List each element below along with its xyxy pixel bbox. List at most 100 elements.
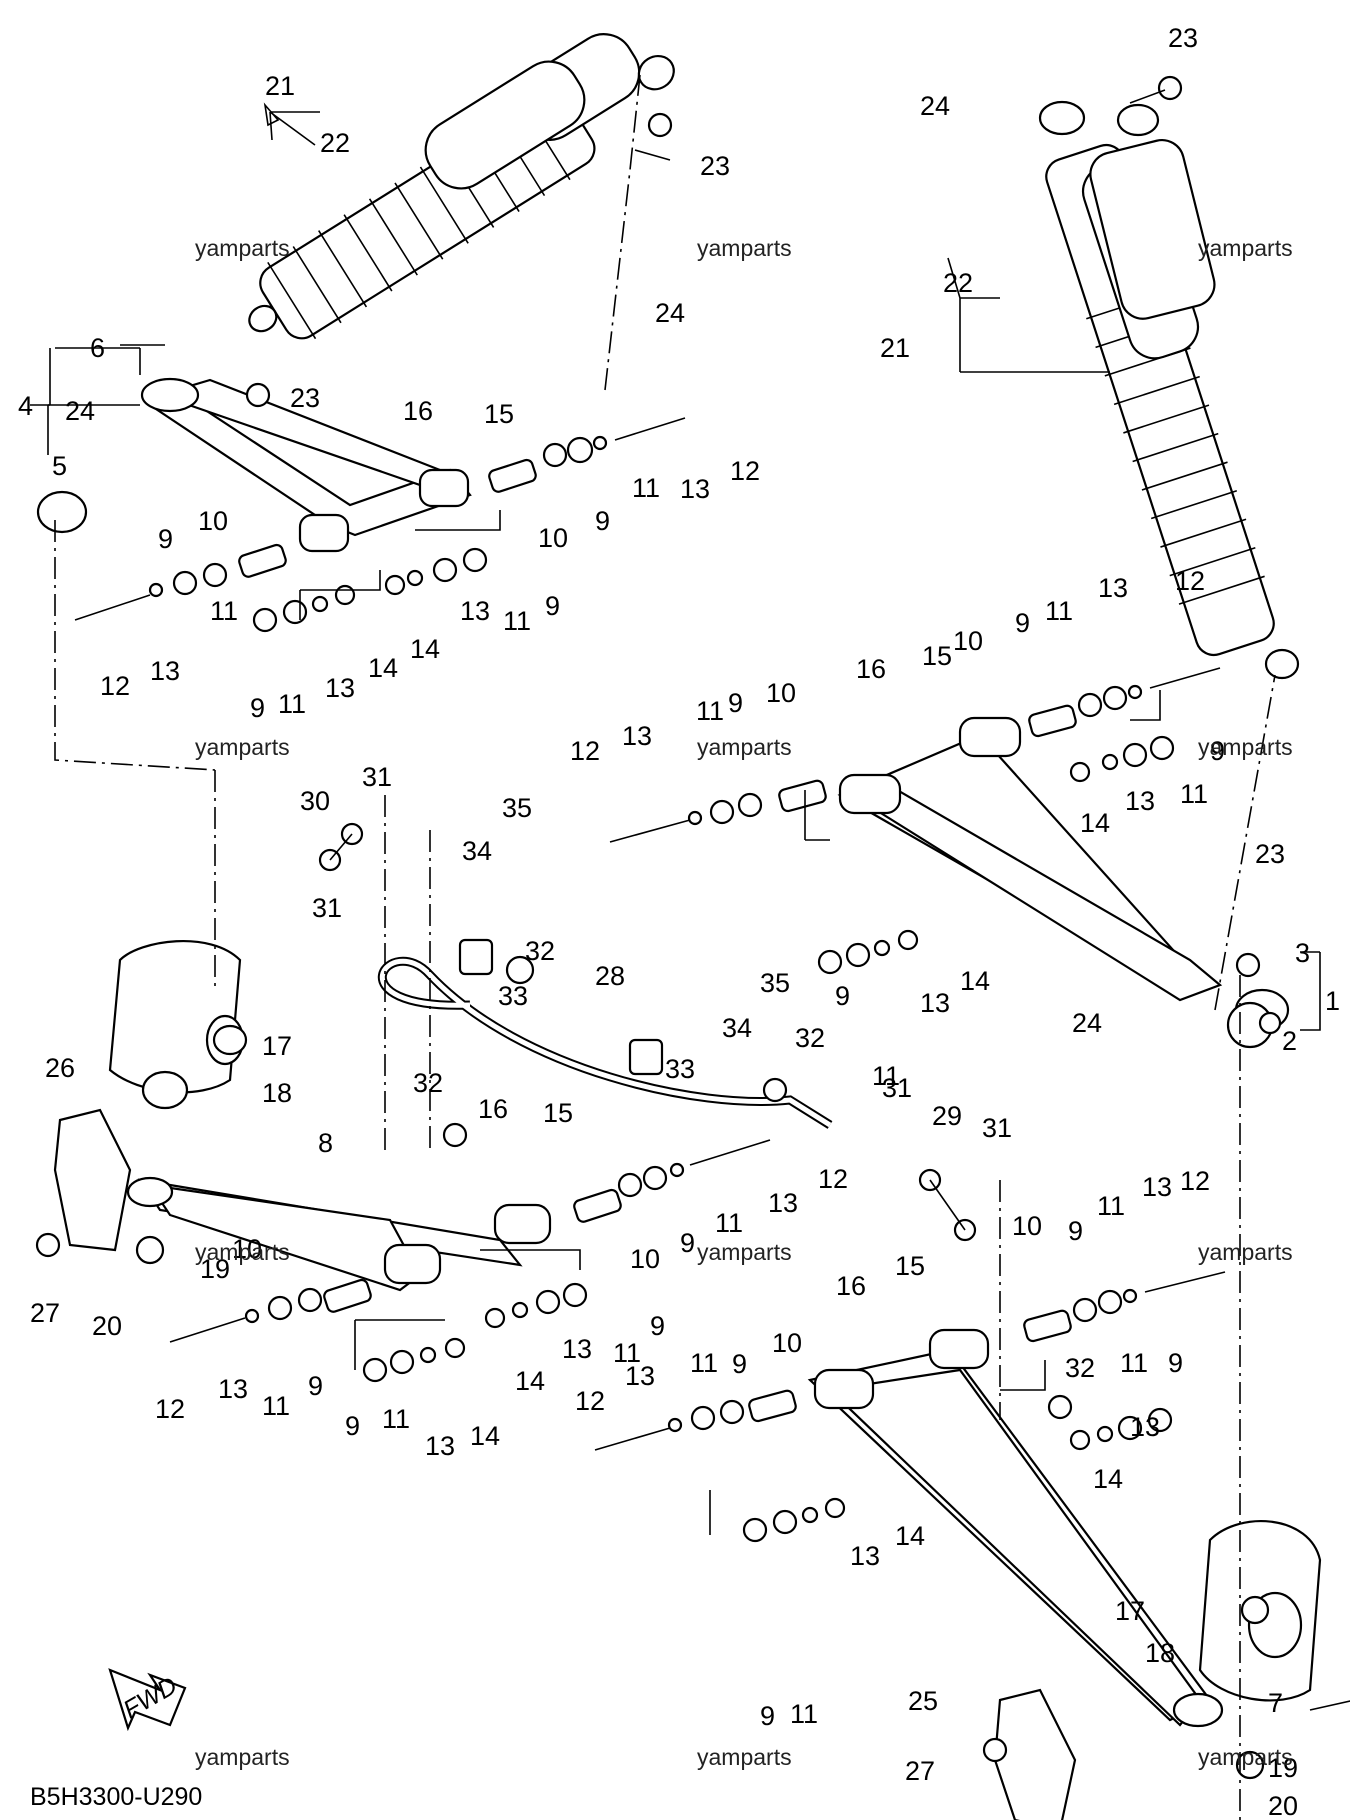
callout-19: 19	[1268, 1753, 1298, 1783]
callout-9: 9	[158, 524, 173, 554]
callout-23: 23	[290, 383, 320, 413]
hardware-upper-left	[74, 417, 686, 633]
callout-12: 12	[1180, 1166, 1210, 1196]
callout-27: 27	[905, 1756, 935, 1786]
callout-10: 10	[953, 626, 983, 656]
callout-8: 8	[318, 1128, 333, 1158]
watermark: yamparts	[1198, 734, 1293, 760]
callout-15: 15	[543, 1098, 573, 1128]
callout-17: 17	[1115, 1596, 1145, 1626]
upper-left-a-arm	[36, 377, 472, 553]
callout-11: 11	[278, 689, 306, 719]
callout-16: 16	[403, 396, 433, 426]
hardware-lower-left	[169, 1139, 771, 1383]
callout-11: 11	[613, 1338, 641, 1368]
callout-12: 12	[100, 671, 130, 701]
callout-14: 14	[960, 966, 990, 996]
callout-9: 9	[345, 1411, 360, 1441]
callout-24: 24	[1072, 1008, 1102, 1038]
fwd-arrow: FWD	[108, 1668, 187, 1732]
watermark: yamparts	[697, 235, 792, 261]
diagram-code: B5H3300-U290	[30, 1783, 202, 1811]
callout-13: 13	[150, 656, 180, 686]
callout-33: 33	[665, 1054, 695, 1084]
watermarks: yamparts yamparts yamparts yamparts yamp…	[195, 235, 1293, 1770]
callout-12: 12	[818, 1164, 848, 1194]
callout-12: 12	[1175, 566, 1205, 596]
leader-lines	[30, 74, 1350, 1820]
callout-9: 9	[1015, 608, 1030, 638]
callout-11: 11	[262, 1391, 290, 1421]
callout-9: 9	[650, 1311, 665, 1341]
callout-11: 11	[715, 1208, 743, 1238]
callout-13: 13	[1130, 1412, 1160, 1442]
callout-21: 21	[265, 71, 295, 101]
callout-10: 10	[630, 1244, 660, 1274]
watermark: yamparts	[1198, 1239, 1293, 1265]
callout-13: 13	[768, 1188, 798, 1218]
callout-14: 14	[410, 634, 440, 664]
callout-11: 11	[503, 606, 531, 636]
callout-11: 11	[1097, 1191, 1125, 1221]
callout-13: 13	[1125, 786, 1155, 816]
callout-14: 14	[470, 1421, 500, 1451]
callout-10: 10	[766, 678, 796, 708]
callout-10: 10	[538, 523, 568, 553]
callout-19: 19	[200, 1254, 230, 1284]
callout-10: 10	[772, 1328, 802, 1358]
callout-15: 15	[895, 1251, 925, 1281]
callout-24: 24	[655, 298, 685, 328]
callout-10: 10	[232, 1234, 262, 1264]
callout-11: 11	[690, 1348, 718, 1378]
callout-14: 14	[368, 653, 398, 683]
callout-9: 9	[835, 981, 850, 1011]
callout-13: 13	[460, 596, 490, 626]
watermark: yamparts	[195, 1744, 290, 1770]
callout-1: 1	[1325, 986, 1340, 1016]
watermark: yamparts	[195, 235, 290, 261]
left-shock-absorber	[248, 33, 675, 340]
callout-33: 33	[498, 981, 528, 1011]
callout-15: 15	[484, 399, 514, 429]
hardware-lower-right	[594, 1271, 1226, 1543]
callout-31: 31	[882, 1073, 912, 1103]
callout-4: 4	[18, 391, 33, 421]
callout-35: 35	[502, 793, 532, 823]
callout-9: 9	[760, 1701, 775, 1731]
stabilizer-link-right	[918, 1168, 977, 1242]
callout-13: 13	[1098, 573, 1128, 603]
callout-7: 7	[1268, 1688, 1283, 1718]
callout-11: 11	[790, 1699, 818, 1729]
callout-26: 26	[45, 1053, 75, 1083]
watermark: yamparts	[697, 1744, 792, 1770]
watermark: yamparts	[697, 734, 792, 760]
left-knuckle	[108, 940, 245, 1110]
stabilizer-bar	[378, 938, 833, 1129]
callout-17: 17	[262, 1031, 292, 1061]
callout-32: 32	[1065, 1353, 1095, 1383]
callout-12: 12	[155, 1394, 185, 1424]
callout-22: 22	[320, 128, 350, 158]
callout-29: 29	[932, 1101, 962, 1131]
callout-14: 14	[515, 1366, 545, 1396]
right-shock-absorber	[1038, 100, 1300, 680]
callout-21: 21	[880, 333, 910, 363]
callout-23: 23	[700, 151, 730, 181]
callout-13: 13	[325, 673, 355, 703]
callout-18: 18	[1145, 1638, 1175, 1668]
callout-16: 16	[856, 654, 886, 684]
callout-11: 11	[1120, 1348, 1148, 1378]
callout-9: 9	[250, 693, 265, 723]
callout-23: 23	[1255, 839, 1285, 869]
callout-11: 11	[1045, 596, 1073, 626]
callout-9: 9	[545, 591, 560, 621]
callout-13: 13	[622, 721, 652, 751]
callout-11: 11	[872, 1061, 900, 1091]
callout-23: 23	[1168, 23, 1198, 53]
callout-27: 27	[30, 1298, 60, 1328]
watermark: yamparts	[1198, 1744, 1293, 1770]
callout-20: 20	[1268, 1791, 1298, 1820]
callout-6: 6	[90, 333, 105, 363]
callout-13: 13	[218, 1374, 248, 1404]
